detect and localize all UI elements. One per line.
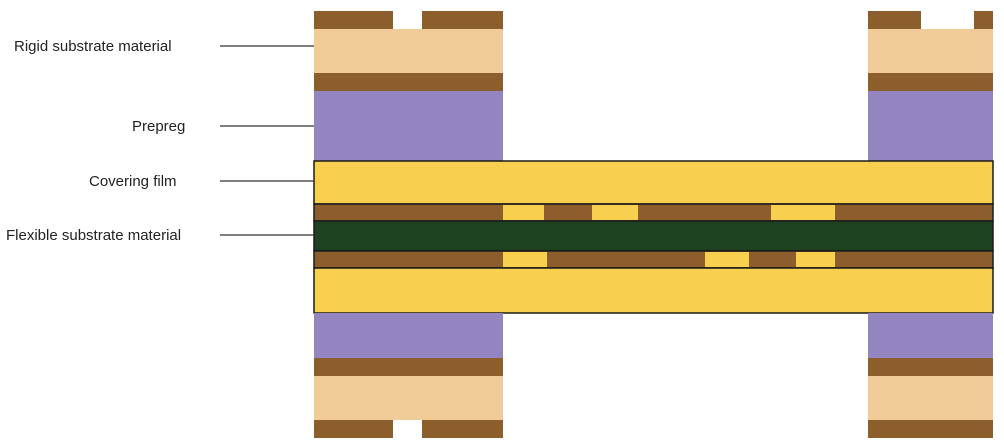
left-rigid-section-bottom xyxy=(314,313,503,438)
copper-trace xyxy=(422,11,503,29)
prepreg-layer xyxy=(314,91,503,161)
pad xyxy=(796,252,835,267)
copper-layer xyxy=(868,73,993,91)
rigid-substrate-layer xyxy=(868,29,993,73)
right-rigid-section-bottom xyxy=(868,313,993,438)
copper-trace xyxy=(974,11,993,29)
label-flexible-substrate: Flexible substrate material xyxy=(6,227,314,244)
covering-film-top xyxy=(313,160,994,205)
prepreg-layer xyxy=(868,313,993,358)
label-text: Covering film xyxy=(89,173,177,190)
prepreg-layer xyxy=(314,313,503,358)
left-rigid-section-top xyxy=(314,11,503,161)
label-covering-film: Covering film xyxy=(89,173,314,190)
copper-trace xyxy=(314,11,393,29)
copper-trace xyxy=(868,11,921,29)
pad xyxy=(503,252,547,267)
copper-trace xyxy=(422,420,503,438)
label-rigid-substrate: Rigid substrate material xyxy=(14,38,314,55)
label-text: Flexible substrate material xyxy=(6,227,181,244)
right-rigid-section-top xyxy=(868,11,993,161)
pad xyxy=(592,205,638,220)
label-text: Rigid substrate material xyxy=(14,38,172,55)
flexible-substrate-layer xyxy=(313,220,994,252)
copper-trace xyxy=(314,420,393,438)
rigid-substrate-layer xyxy=(314,29,503,73)
copper-trace xyxy=(868,420,993,438)
copper-layer-lower xyxy=(313,250,994,269)
flex-core xyxy=(313,160,994,314)
copper-layer xyxy=(868,358,993,376)
rigid-substrate-layer xyxy=(314,376,503,420)
rigid-substrate-layer xyxy=(868,376,993,420)
copper-layer xyxy=(314,73,503,91)
prepreg-layer xyxy=(868,91,993,161)
label-text: Prepreg xyxy=(132,118,185,135)
pad xyxy=(705,252,749,267)
pad xyxy=(771,205,835,220)
covering-film-bottom xyxy=(313,267,994,314)
copper-layer xyxy=(314,358,503,376)
label-prepreg: Prepreg xyxy=(132,118,314,135)
pad xyxy=(503,205,544,220)
copper-layer-upper xyxy=(313,203,994,222)
